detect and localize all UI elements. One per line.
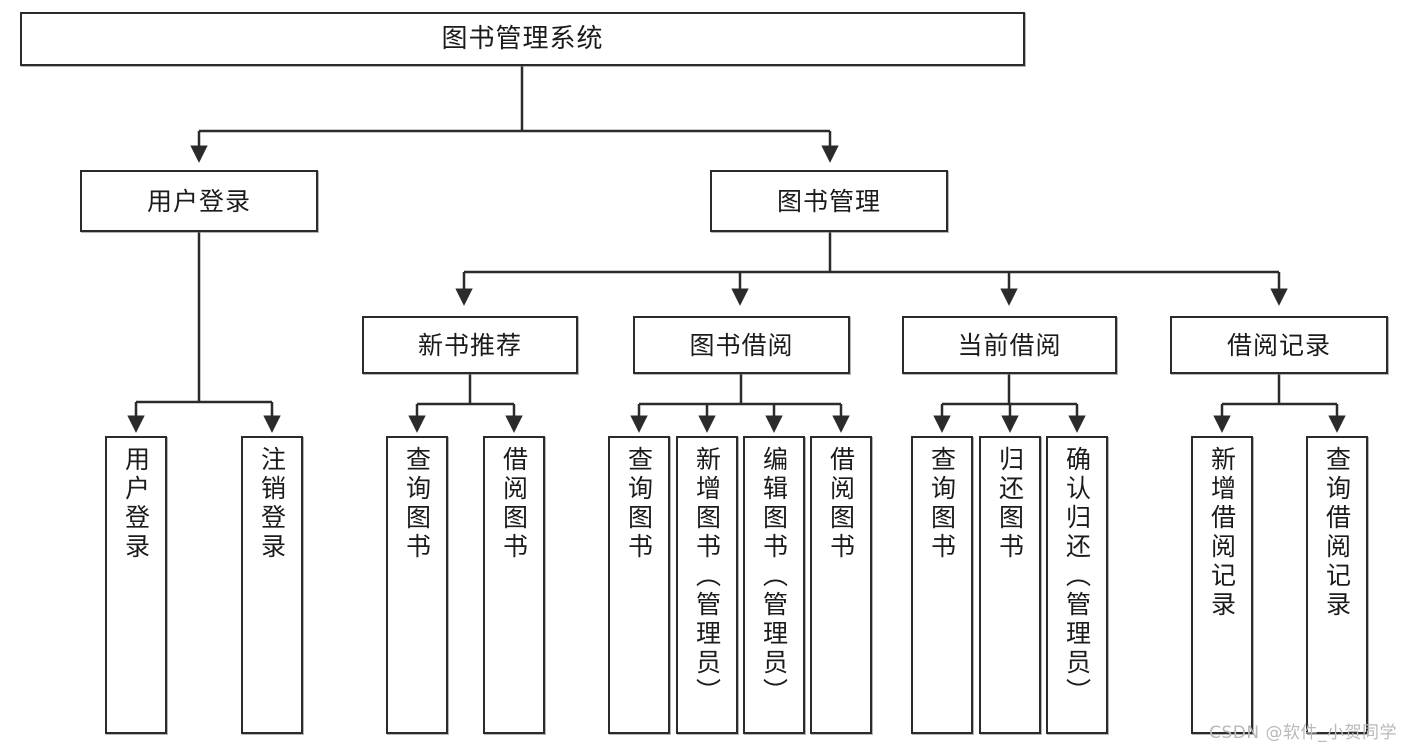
- node-label: 确认归还（管理员）: [1062, 446, 1092, 707]
- node-leaf-query-record[interactable]: 查询借阅记录: [1306, 436, 1368, 734]
- node-leaf-user-login[interactable]: 用户登录: [105, 436, 167, 734]
- node-leaf-query-book-1[interactable]: 查询图书: [386, 436, 448, 734]
- node-label: 图书管理系统: [441, 23, 604, 54]
- node-label: 借阅记录: [1226, 330, 1331, 360]
- node-label: 用户登录: [146, 186, 251, 216]
- node-leaf-query-book-2[interactable]: 查询图书: [608, 436, 670, 734]
- node-leaf-return-book[interactable]: 归还图书: [979, 436, 1041, 734]
- node-label: 查询图书: [624, 446, 654, 562]
- node-current-borrow[interactable]: 当前借阅: [902, 316, 1117, 374]
- node-leaf-borrow-book-2[interactable]: 借阅图书: [810, 436, 872, 734]
- node-leaf-edit-book[interactable]: 编辑图书（管理员）: [743, 436, 805, 734]
- node-label: 查询借阅记录: [1322, 446, 1352, 620]
- node-label: 新书推荐: [417, 330, 522, 360]
- node-book-borrow[interactable]: 图书借阅: [633, 316, 850, 374]
- node-leaf-add-book[interactable]: 新增图书（管理员）: [676, 436, 738, 734]
- node-leaf-add-record[interactable]: 新增借阅记录: [1191, 436, 1253, 734]
- node-book-management[interactable]: 图书管理: [710, 170, 948, 232]
- node-label: 新增图书（管理员）: [692, 446, 722, 707]
- node-label: 借阅图书: [499, 446, 529, 562]
- node-label: 用户登录: [121, 446, 151, 562]
- node-leaf-logout[interactable]: 注销登录: [241, 436, 303, 734]
- node-user-login[interactable]: 用户登录: [80, 170, 318, 232]
- node-label: 当前借阅: [957, 330, 1062, 360]
- node-leaf-confirm-return[interactable]: 确认归还（管理员）: [1046, 436, 1108, 734]
- node-label: 注销登录: [257, 446, 287, 562]
- node-label: 归还图书: [995, 446, 1025, 562]
- node-label: 查询图书: [402, 446, 432, 562]
- node-root-system[interactable]: 图书管理系统: [20, 12, 1025, 66]
- node-new-book-recommend[interactable]: 新书推荐: [362, 316, 578, 374]
- node-label: 借阅图书: [826, 446, 856, 562]
- node-label: 新增借阅记录: [1207, 446, 1237, 620]
- node-leaf-borrow-book-1[interactable]: 借阅图书: [483, 436, 545, 734]
- node-label: 查询图书: [927, 446, 957, 562]
- node-label: 图书管理: [776, 186, 881, 216]
- node-leaf-query-book-3[interactable]: 查询图书: [911, 436, 973, 734]
- node-borrow-record[interactable]: 借阅记录: [1170, 316, 1388, 374]
- node-label: 编辑图书（管理员）: [759, 446, 789, 707]
- node-label: 图书借阅: [689, 330, 794, 360]
- csdn-watermark: CSDN @软件_小贺同学: [1209, 723, 1397, 743]
